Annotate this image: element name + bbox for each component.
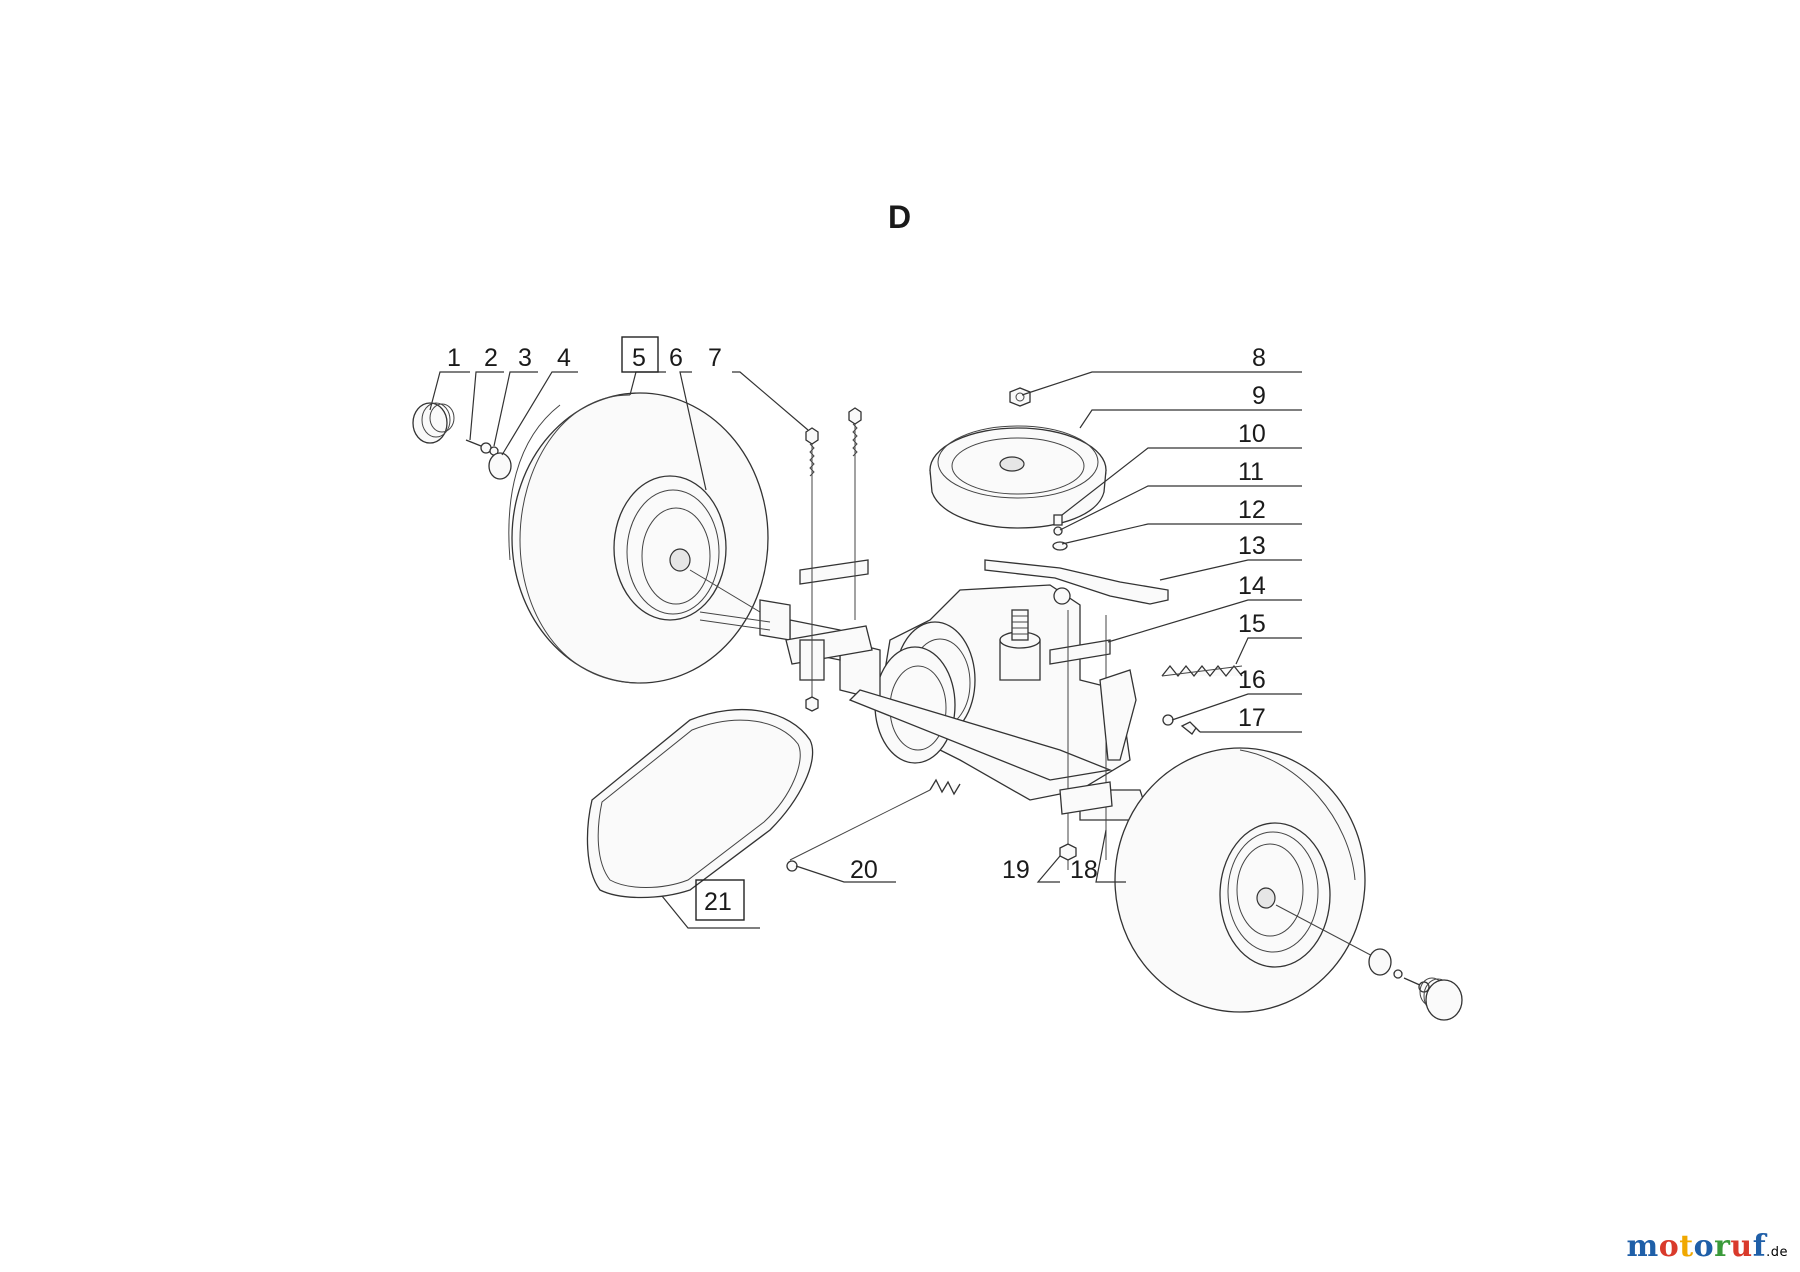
- left-axle-bolt: [465, 439, 492, 454]
- brand-letter: f: [1752, 1229, 1767, 1264]
- callout-12: 12: [1238, 496, 1266, 524]
- callout-11: 11: [1238, 458, 1264, 486]
- callout-18: 18: [1070, 856, 1098, 884]
- callout-21: 21: [704, 888, 732, 916]
- brand-logo: motoruf.de: [1626, 1229, 1788, 1264]
- left-flat-washer: [488, 452, 512, 480]
- right-wheel: [1114, 747, 1381, 1013]
- callout-13: 13: [1238, 532, 1266, 560]
- brand-letter: m: [1626, 1229, 1659, 1264]
- mounting-bolt-1: [805, 427, 819, 477]
- callout-9: 9: [1252, 382, 1266, 410]
- callout-16: 16: [1238, 666, 1266, 694]
- control-lever: [984, 559, 1169, 605]
- idler-bolt: [1180, 721, 1201, 735]
- brand-wordmark: motoruf: [1626, 1229, 1766, 1264]
- drive-pulley: [929, 425, 1107, 529]
- callout-7: 7: [708, 344, 722, 372]
- callout-15: 15: [1238, 610, 1266, 638]
- left-wheel: [508, 392, 791, 684]
- idler-washer: [1162, 714, 1174, 726]
- section-letter: D: [888, 199, 911, 235]
- idler-bracket: [1099, 669, 1137, 761]
- leader-lines: [429, 371, 1302, 929]
- brand-letter: u: [1730, 1229, 1753, 1264]
- right-hub-cap: [1419, 977, 1463, 1021]
- brand-letter: o: [1693, 1229, 1715, 1264]
- mounting-bolt-2: [848, 407, 862, 457]
- left-hub-cap: [412, 402, 455, 444]
- callout-4: 4: [557, 344, 571, 372]
- left-axle-bracket: [785, 420, 873, 700]
- callout-1: 1: [447, 344, 461, 372]
- drive-belt: [586, 708, 814, 899]
- brand-suffix: .de: [1766, 1245, 1788, 1260]
- pulley-nut: [1009, 387, 1031, 407]
- callout-5-box: [621, 336, 659, 373]
- callout-14: 14: [1238, 572, 1266, 600]
- brand-letter: r: [1714, 1229, 1731, 1264]
- right-flat-washer: [1368, 948, 1392, 976]
- callout-3: 3: [518, 344, 532, 372]
- right-axle-bolt: [1393, 969, 1430, 993]
- right-axle-bracket: [1049, 610, 1113, 870]
- callout-8: 8: [1252, 344, 1266, 372]
- callout-10: 10: [1238, 420, 1266, 448]
- callout-labels: 1 2 3 4 5 6 7 8 9 10 11 12 13 14 15 16 1…: [447, 336, 1266, 921]
- callout-20: 20: [850, 856, 878, 884]
- left-bracket-nut: [805, 696, 819, 712]
- callout-21-box: [695, 879, 745, 921]
- brand-letter: t: [1679, 1229, 1694, 1264]
- callout-5: 5: [632, 344, 646, 372]
- callout-2: 2: [484, 344, 498, 372]
- callout-6: 6: [669, 344, 683, 372]
- callout-19: 19: [1002, 856, 1030, 884]
- brand-letter: o: [1658, 1229, 1680, 1264]
- tension-spring: [1161, 664, 1243, 678]
- callout-17: 17: [1238, 704, 1266, 732]
- clutch-cable: [786, 778, 961, 872]
